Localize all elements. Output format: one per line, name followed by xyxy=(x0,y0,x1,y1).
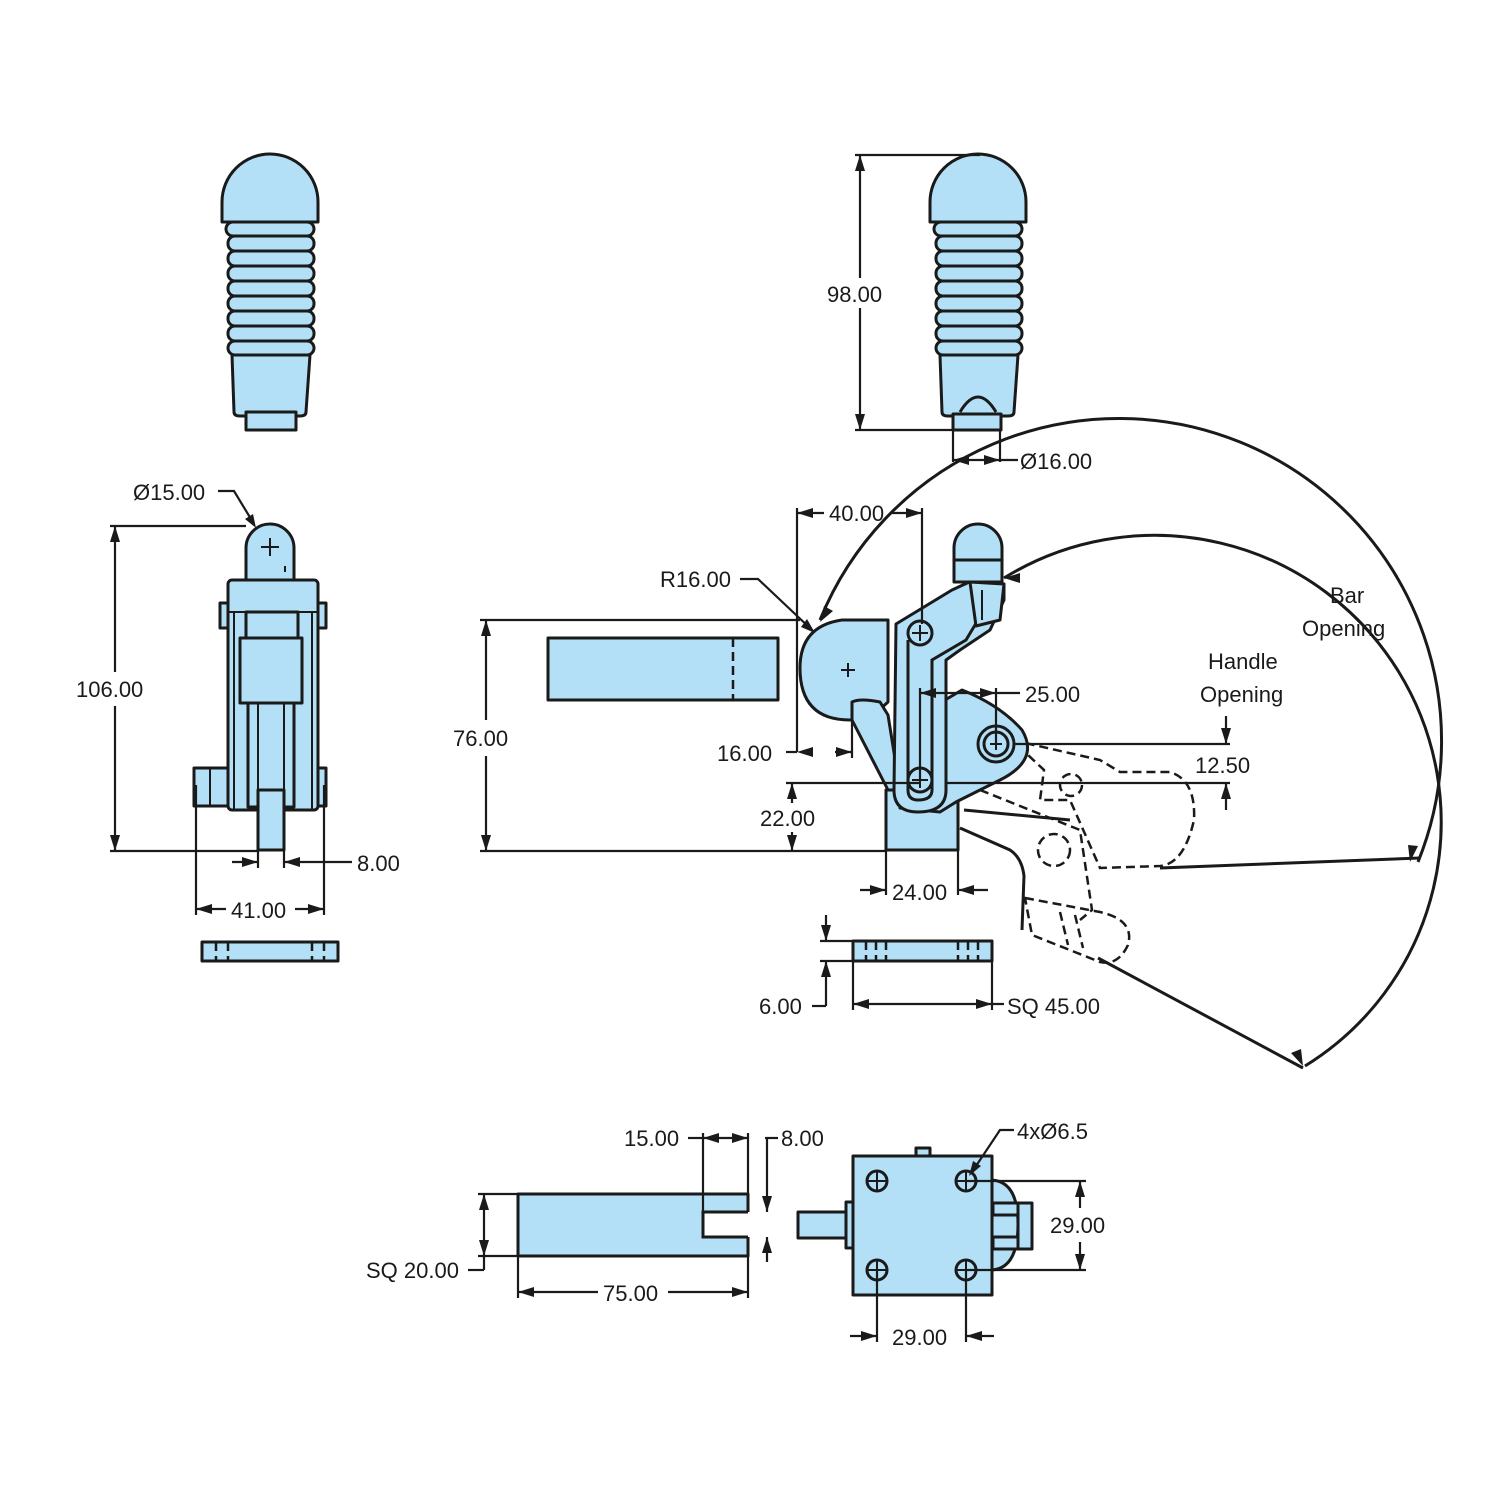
clamp-view-side xyxy=(110,489,352,963)
grip-length-dim: 98.00 xyxy=(827,282,882,307)
grip-stud-diameter-dim: Ø16.00 xyxy=(1020,449,1092,474)
bar-slot-width-dim: 15.00 xyxy=(624,1126,679,1151)
clamp-view-front xyxy=(480,416,1444,1070)
side-base-width-dim: 41.00 xyxy=(231,898,286,923)
handle-opening-label-2: Opening xyxy=(1200,682,1283,707)
bar-drop-dim: 16.00 xyxy=(717,741,772,766)
bar-slot-gap-dim: 8.00 xyxy=(781,1126,824,1151)
knob-diameter-dim: Ø15.00 xyxy=(133,480,205,505)
base-block-width-dim: 24.00 xyxy=(892,880,947,905)
plate-thickness-dim: 6.00 xyxy=(759,994,802,1019)
bar-opening-label-1: Bar xyxy=(1330,583,1364,608)
overall-height-dim: 106.00 xyxy=(76,677,143,702)
bar-length-dim: 75.00 xyxy=(603,1281,658,1306)
grip-view-front xyxy=(220,152,320,432)
grip-view-side xyxy=(855,152,1028,465)
hole-spacing-horizontal-dim: 29.00 xyxy=(892,1325,947,1350)
bar-section-dim: SQ 20.00 xyxy=(366,1258,459,1283)
bar-view xyxy=(468,1133,778,1298)
pivot-center-x-dim: 25.00 xyxy=(1025,682,1080,707)
side-arm-width-dim: 8.00 xyxy=(357,851,400,876)
pivot-height-dim: 22.00 xyxy=(760,806,815,831)
clamp-view-top xyxy=(796,1128,1086,1342)
bar-opening-label-2: Opening xyxy=(1302,616,1385,641)
pivot-radius-dim: R16.00 xyxy=(660,567,731,592)
pivot-center-y-dim: 12.50 xyxy=(1195,753,1250,778)
spindle-offset-dim: 40.00 xyxy=(829,501,884,526)
hole-spacing-vertical-dim: 29.00 xyxy=(1050,1213,1105,1238)
holes-dim: 4xØ6.5 xyxy=(1017,1119,1088,1144)
front-height-dim: 76.00 xyxy=(453,726,508,751)
mount-hole-top-left xyxy=(865,1169,889,1193)
handle-opening-label-1: Handle xyxy=(1208,649,1278,674)
plate-size-dim: SQ 45.00 xyxy=(1007,994,1100,1019)
